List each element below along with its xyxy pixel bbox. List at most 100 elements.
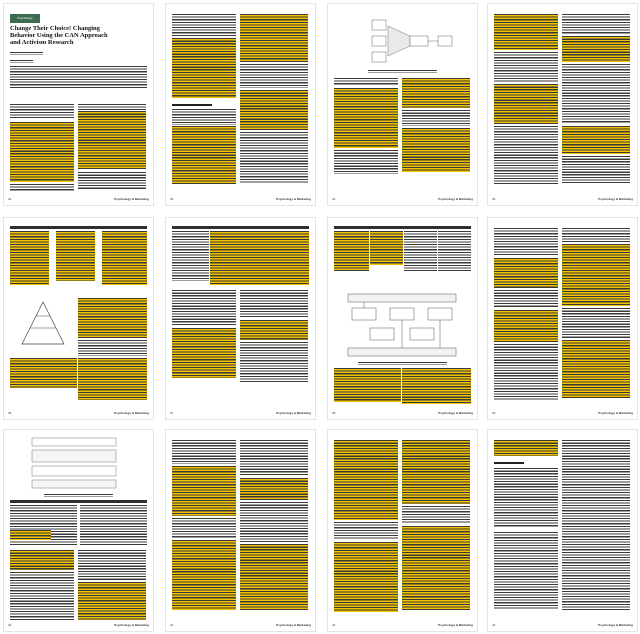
highlight-block — [172, 126, 236, 184]
text-block — [172, 518, 236, 538]
figure-process-diagram — [342, 292, 462, 358]
flow-diagram-svg — [371, 19, 453, 63]
highlight-block — [402, 440, 470, 504]
page-number: 32 — [8, 197, 12, 201]
text-block — [562, 156, 630, 184]
footer-journal: Psychology & Marketing — [598, 197, 633, 201]
text-block — [172, 109, 236, 125]
figure-pyramid — [18, 298, 68, 350]
col-right — [562, 440, 630, 631]
text-block — [172, 290, 236, 326]
footer-journal: Psychology & Marketing — [438, 197, 473, 201]
text-block — [172, 440, 236, 464]
figure-caption — [368, 70, 437, 73]
highlight-block — [334, 368, 401, 402]
table — [172, 226, 309, 286]
highlight-block — [10, 122, 74, 182]
col-left — [10, 550, 74, 631]
journal-logo: Psychology — [10, 14, 40, 23]
text-block — [334, 78, 398, 86]
highlight-block — [172, 466, 236, 516]
title-line-1: Change Their Choice! Changing — [10, 25, 100, 32]
col-left — [10, 104, 74, 205]
table-col-1 — [10, 231, 49, 285]
section-heading — [494, 462, 524, 464]
highlight-block — [402, 526, 470, 610]
footer-journal: Psychology & Marketing — [276, 197, 311, 201]
highlight-block — [562, 244, 630, 306]
text-block — [78, 550, 146, 580]
highlight-block — [172, 328, 236, 378]
page-footer: 35 Psychology & Marketing — [492, 195, 633, 201]
highlight-block — [562, 340, 630, 398]
text-block — [562, 228, 630, 242]
page-2: 33 Psychology & Marketing — [165, 3, 316, 206]
table-col-2 — [80, 505, 147, 545]
title-line-3: and Activism Research — [10, 38, 74, 46]
page-6: 37 Psychology & Marketing — [165, 217, 316, 420]
text-block — [172, 14, 236, 36]
col-right — [240, 290, 308, 419]
text-block — [78, 340, 147, 356]
page-footer: 38 Psychology & Marketing — [332, 409, 473, 415]
text-block — [494, 126, 558, 184]
table — [10, 500, 147, 546]
text-block — [334, 522, 398, 540]
highlight-block — [334, 440, 398, 520]
table-header — [10, 226, 147, 229]
footer-journal: Psychology & Marketing — [276, 623, 311, 627]
pyramid-svg — [21, 301, 65, 345]
text-block — [494, 344, 558, 400]
col-left — [494, 228, 558, 419]
highlight-block — [562, 126, 630, 154]
page-footer: 34 Psychology & Marketing — [332, 195, 473, 201]
page-footer: 42 Psychology & Marketing — [332, 621, 473, 627]
table — [10, 226, 147, 286]
highlight-block — [402, 78, 470, 108]
footer-journal: Psychology & Marketing — [438, 411, 473, 415]
process-diagram-svg — [347, 293, 457, 357]
highlight-block — [172, 540, 236, 610]
page-number: 34 — [332, 197, 336, 201]
text-block — [240, 440, 308, 476]
page-number: 42 — [332, 623, 336, 627]
text-block — [402, 110, 470, 126]
page-number: 35 — [492, 197, 496, 201]
col-left — [334, 440, 398, 631]
text-block — [10, 572, 74, 620]
text-block — [78, 104, 146, 110]
text-block — [10, 184, 74, 192]
section-heading — [172, 104, 212, 106]
highlight-block — [78, 358, 147, 400]
page-footer: 39 Psychology & Marketing — [492, 409, 633, 415]
footer-journal: Psychology & Marketing — [598, 623, 633, 627]
highlight-block — [402, 128, 470, 172]
table-col-1 — [172, 231, 209, 281]
text-block — [494, 228, 558, 256]
pull-quote — [10, 104, 74, 118]
page-9: 40 Psychology & Marketing — [3, 429, 154, 632]
text-block — [240, 290, 308, 318]
highlight-block — [562, 36, 630, 62]
abstract-text — [10, 66, 147, 88]
references-block — [562, 440, 630, 610]
figure-caption — [358, 362, 447, 365]
col-left — [172, 290, 236, 419]
text-block — [562, 64, 630, 124]
highlight-block — [240, 90, 308, 130]
text-block — [240, 64, 308, 88]
page-4: 35 Psychology & Marketing — [487, 3, 638, 206]
text-block — [334, 150, 398, 174]
title-line-2: Behavior Using the CAN Approach — [10, 31, 108, 39]
col-left — [172, 14, 236, 205]
highlight-block — [494, 84, 558, 124]
page-footer: 40 Psychology & Marketing — [8, 621, 149, 627]
table-col-2 — [210, 231, 309, 285]
text-block — [402, 506, 470, 524]
page-11: 42 Psychology & Marketing — [327, 429, 478, 632]
col-right — [402, 440, 470, 631]
page-number: 33 — [170, 197, 174, 201]
table-col-2 — [56, 231, 95, 281]
page-number: 38 — [332, 411, 336, 415]
page-footer: 33 Psychology & Marketing — [170, 195, 311, 201]
